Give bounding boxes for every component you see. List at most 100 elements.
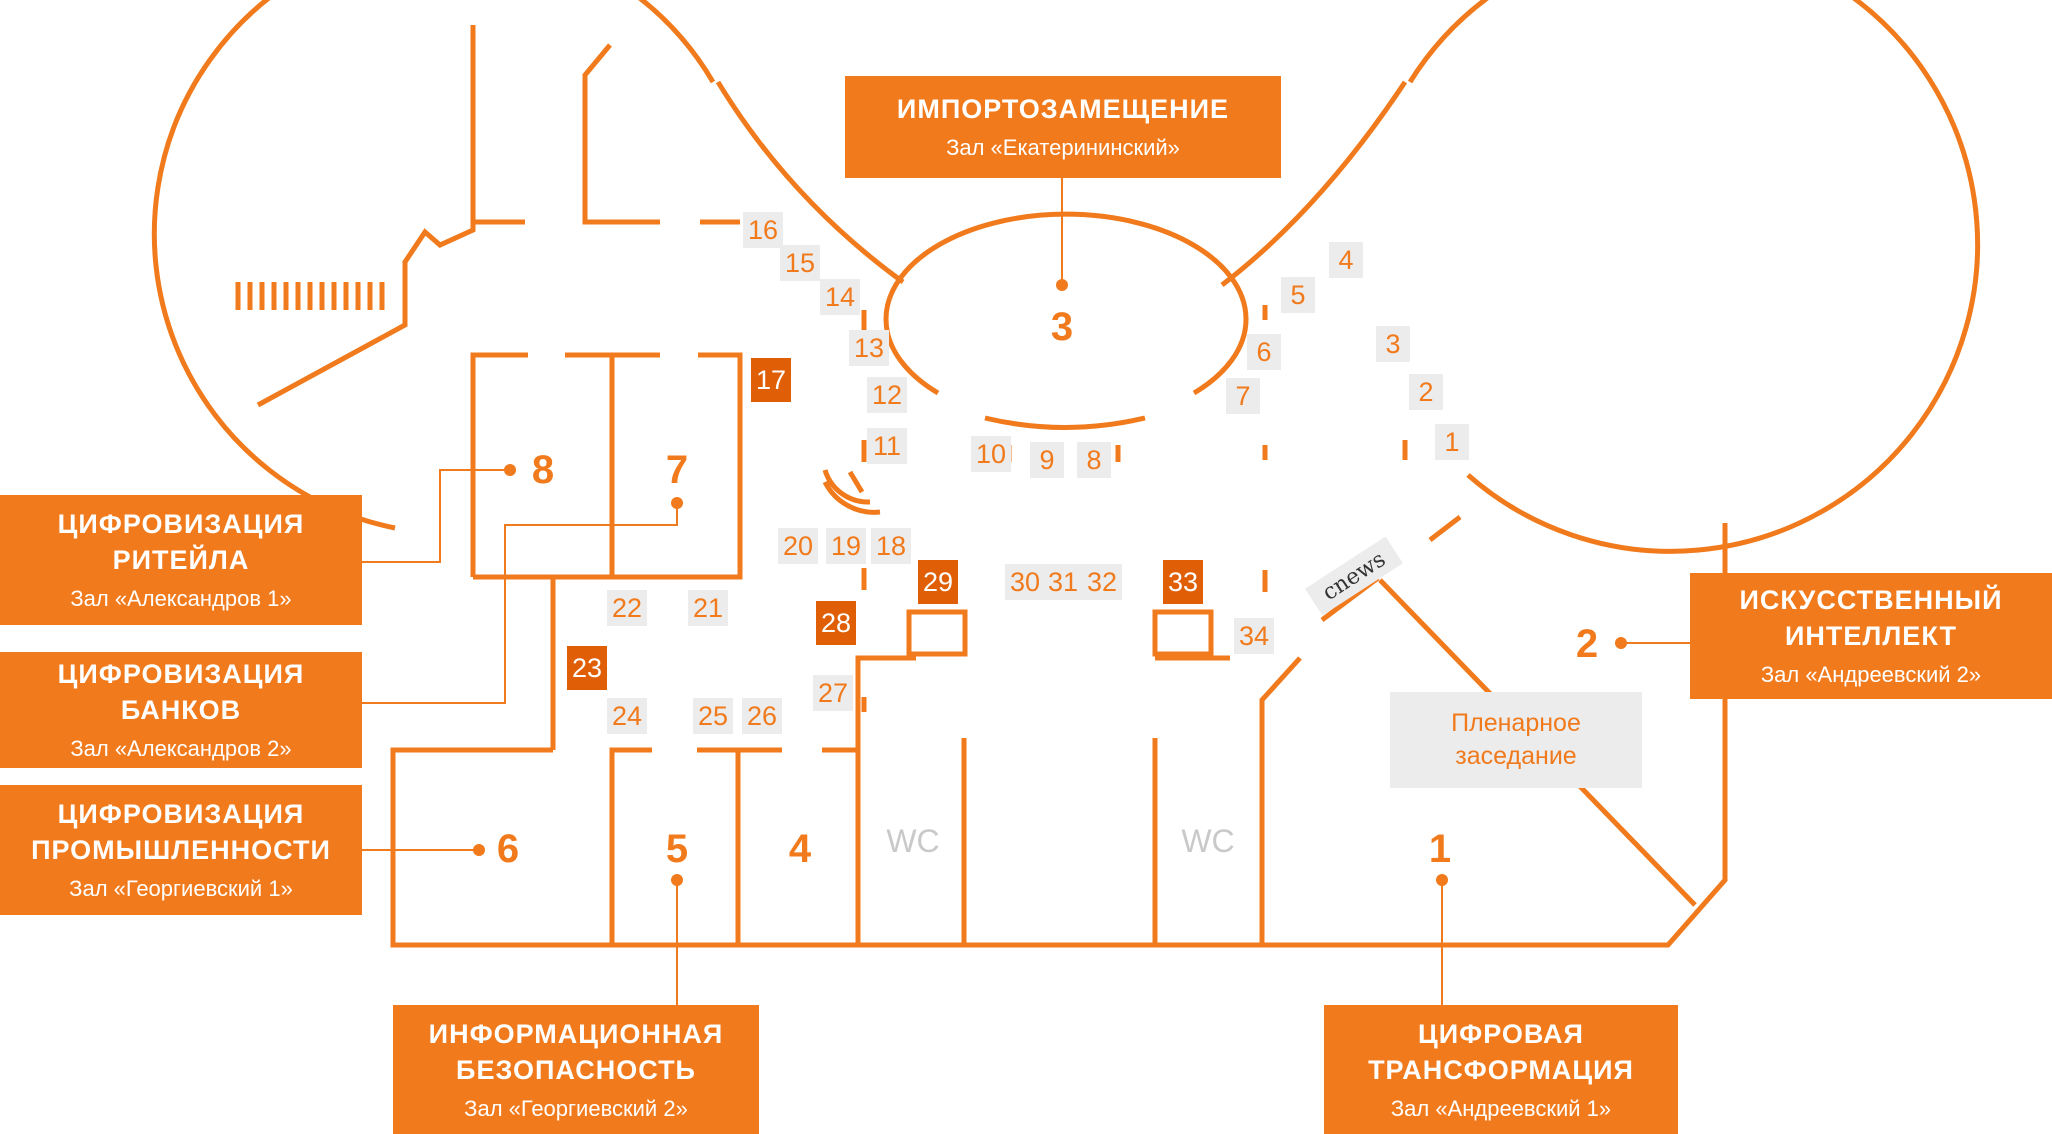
stand-28[interactable]: 28	[816, 601, 856, 645]
stand-box	[971, 436, 1011, 472]
stand-number: 5	[1290, 280, 1305, 310]
stand-number: 7	[1235, 381, 1250, 411]
stand-number: 14	[825, 282, 855, 312]
hall-title: ИМПОРТОЗАМЕЩЕНИЕ	[896, 94, 1230, 124]
stand-11[interactable]: 11	[867, 428, 907, 464]
booth-box	[906, 609, 968, 657]
stand-34[interactable]: 34	[1234, 618, 1274, 654]
hall-room: Зал «Георгиевский 1»	[69, 876, 293, 901]
hall-label-industry[interactable]: ЦИФРОВИЗАЦИЯ ПРОМЫШЛЕННОСТИ Зал «Георгие…	[0, 785, 362, 915]
stand-26[interactable]: 26	[742, 698, 782, 734]
hall-label-retail[interactable]: ЦИФРОВИЗАЦИЯ РИТЕЙЛА Зал «Александров 1»	[0, 495, 362, 625]
stand-box	[693, 698, 733, 734]
hall-label-ai[interactable]: ИСКУССТВЕННЫЙ ИНТЕЛЛЕКТ Зал «Андреевский…	[1690, 573, 2052, 699]
callout-dot	[671, 874, 683, 886]
outer-walls	[151, 0, 1981, 948]
oval-hall	[883, 211, 1249, 430]
stand-24[interactable]: 24	[607, 698, 647, 734]
callout-dot	[671, 497, 683, 509]
callout-lines	[362, 175, 1690, 1005]
hall-5-wall	[609, 747, 652, 945]
stand-19[interactable]: 19	[826, 528, 866, 564]
stand-box	[607, 698, 647, 734]
hall-4-wall	[822, 747, 861, 945]
hall-label-security[interactable]: ИНФОРМАЦИОННАЯ БЕЗОПАСНОСТЬ Зал «Георгие…	[393, 1005, 759, 1134]
stand-number: 19	[831, 531, 861, 561]
stand-box	[1234, 618, 1274, 654]
callout-line-retail	[362, 469, 508, 563]
hall-1-wall	[1259, 656, 1302, 945]
stand-box	[867, 428, 907, 464]
stand-number: 30	[1010, 567, 1040, 597]
stand-12[interactable]: 12	[867, 377, 907, 413]
callout-dot	[473, 844, 485, 856]
stand-10[interactable]: 10	[971, 436, 1011, 472]
oval-top-wall	[883, 211, 1249, 396]
stand-box	[867, 377, 907, 413]
stand-number: 21	[693, 593, 723, 623]
partition	[256, 222, 476, 408]
hall-label-import[interactable]: ИМПОРТОЗАМЕЩЕНИЕ Зал «Екатерининский»	[845, 76, 1281, 178]
stand-21[interactable]: 21	[688, 590, 728, 626]
hall-title: ЦИФРОВИЗАЦИЯ ПРОМЫШЛЕННОСТИ	[31, 799, 331, 865]
stand-1[interactable]: 1	[1435, 424, 1469, 460]
stand-31[interactable]: 31	[1043, 564, 1083, 600]
stand-number: 17	[756, 365, 786, 395]
stand-box	[1043, 564, 1083, 600]
stand-2[interactable]: 2	[1409, 374, 1443, 410]
stand-box	[1281, 277, 1315, 313]
stand-33[interactable]: 33	[1163, 560, 1203, 604]
hall-label-transform[interactable]: ЦИФРОВАЯ ТРАНСФОРМАЦИЯ Зал «Андреевский …	[1324, 1005, 1678, 1134]
stand-6[interactable]: 6	[1247, 334, 1281, 370]
right-rotunda-west-wall	[1220, 80, 1408, 287]
stand-32[interactable]: 32	[1082, 564, 1122, 600]
stand-17[interactable]: 17	[751, 358, 791, 402]
stand-29[interactable]: 29	[918, 560, 958, 604]
stand-box	[1376, 326, 1410, 362]
stand-box	[778, 528, 818, 564]
stand-8[interactable]: 8	[1077, 442, 1111, 478]
partition	[470, 25, 525, 225]
stand-box	[1409, 374, 1443, 410]
stand-box	[826, 528, 866, 564]
spiral-stairs-icon	[822, 469, 881, 515]
stand-25[interactable]: 25	[693, 698, 733, 734]
stand-30[interactable]: 30	[1005, 564, 1045, 600]
hall-number-8: 8	[532, 448, 554, 492]
stand-number: 25	[698, 701, 728, 731]
stand-5[interactable]: 5	[1281, 277, 1315, 313]
plenary-session-label: Пленарное заседание	[1390, 692, 1642, 788]
stand-20[interactable]: 20	[778, 528, 818, 564]
stand-23[interactable]: 23	[567, 646, 607, 690]
stand-4[interactable]: 4	[1329, 242, 1363, 278]
stand-number: 26	[747, 701, 777, 731]
hall-number-7: 7	[666, 448, 688, 492]
hall-7-wall	[473, 352, 743, 580]
stand-18[interactable]: 18	[871, 528, 911, 564]
partition	[582, 43, 660, 225]
hall-title: ЦИФРОВИЗАЦИЯ БАНКОВ	[57, 659, 305, 725]
stand-box	[742, 698, 782, 734]
stand-9[interactable]: 9	[1030, 442, 1064, 478]
stand-number: 28	[821, 608, 851, 638]
left-rotunda-east-wall	[715, 80, 905, 285]
stand-22[interactable]: 22	[607, 590, 647, 626]
hall-number-2: 2	[1576, 622, 1598, 666]
stand-13[interactable]: 13	[849, 330, 889, 366]
stand-3[interactable]: 3	[1376, 326, 1410, 362]
stand-number: 11	[873, 431, 901, 461]
hall-label-banks[interactable]: ЦИФРОВИЗАЦИЯ БАНКОВ Зал «Александров 2»	[0, 652, 362, 768]
hall-title: ЦИФРОВАЯ ТРАНСФОРМАЦИЯ	[1368, 1018, 1634, 1085]
stand-number: 29	[923, 567, 953, 597]
callout-dot	[1615, 637, 1627, 649]
stand-7[interactable]: 7	[1226, 378, 1260, 414]
stand-27[interactable]: 27	[813, 675, 853, 711]
stairs	[235, 282, 881, 515]
stand-15[interactable]: 15	[780, 245, 820, 281]
stand-number: 2	[1418, 377, 1433, 407]
stand-16[interactable]: 16	[743, 212, 783, 248]
stand-14[interactable]: 14	[820, 279, 860, 315]
stand-number: 27	[818, 678, 848, 708]
